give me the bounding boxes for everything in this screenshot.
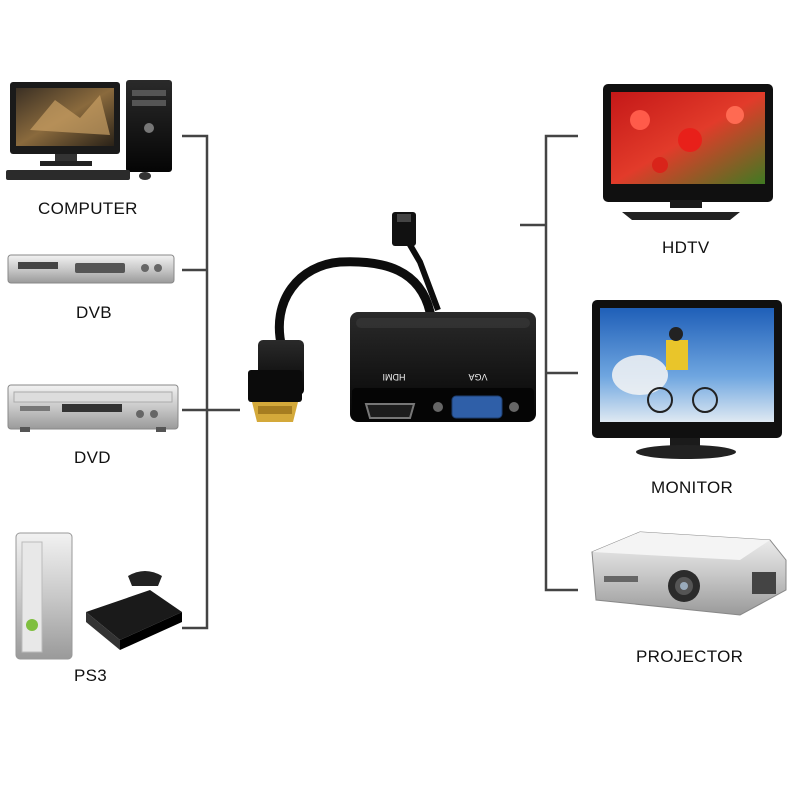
projector-icon — [591, 531, 787, 616]
adapter-hdmi-port-label: HDMI — [383, 372, 406, 382]
output-label-monitor: MONITOR — [651, 478, 734, 497]
dvd-player-icon — [7, 384, 179, 432]
ps3-console-icon — [15, 532, 182, 660]
source-label-ps3: PS3 — [74, 666, 108, 685]
hdtv-icon — [603, 84, 773, 220]
source-label-dvd: DVD — [74, 448, 111, 467]
output-bracket — [520, 134, 578, 592]
source-label-computer: COMPUTER — [38, 199, 138, 218]
output-label-hdtv: HDTV — [662, 238, 710, 257]
source-label-dvb: DVB — [76, 303, 112, 322]
monitor-icon — [592, 300, 782, 459]
source-bracket — [182, 134, 240, 630]
output-label-projector: PROJECTOR — [636, 647, 744, 666]
hdmi-to-vga-adapter — [248, 212, 536, 422]
computer-icon — [6, 80, 172, 180]
dvb-receiver-icon — [7, 254, 175, 284]
adapter-vga-port-label: VGA — [468, 372, 487, 382]
